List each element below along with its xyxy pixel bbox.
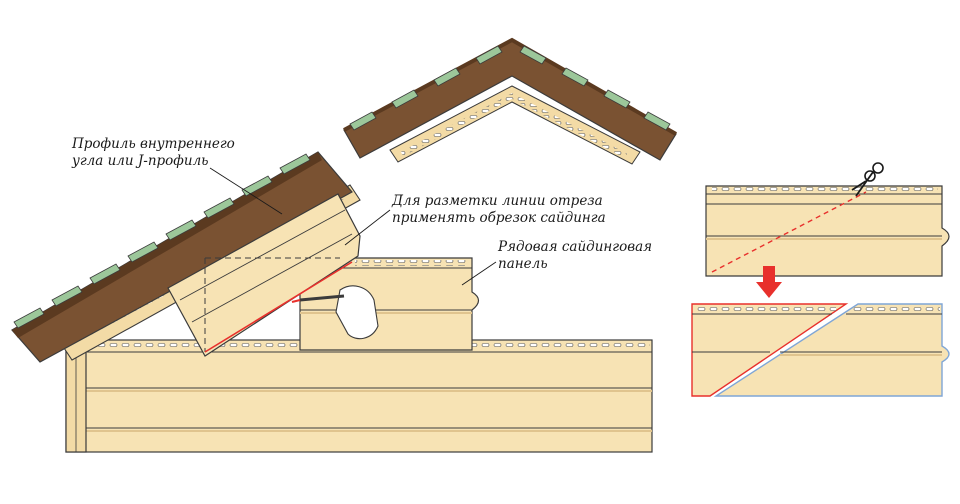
main-wall [65, 339, 653, 453]
corner-profile-label-line1: Профиль внутреннего [71, 136, 235, 152]
siding-scrap [167, 193, 361, 357]
gable-peak [343, 37, 677, 165]
label-corner-profile: Профиль внутреннего угла или J-профиль [71, 136, 283, 215]
label-row-panel: Рядовая сайдинговая панель [461, 239, 652, 286]
marking-label-line1: Для разметки линии отреза [391, 193, 603, 209]
corner-profile-label-line2: угла или J-профиль [71, 153, 209, 169]
panel-label-line1: Рядовая сайдинговая [497, 239, 652, 255]
marking-label-line2: применять обрезок сайдинга [392, 210, 606, 226]
pencil-hand-icon [291, 285, 379, 340]
down-arrow-icon [756, 266, 782, 298]
panel-label-line2: панель [498, 256, 548, 272]
panel-before-cut [705, 185, 950, 277]
panel-after-cut [691, 303, 950, 397]
label-marking: Для разметки линии отреза применять обре… [344, 193, 606, 246]
scissors-icon [851, 162, 884, 197]
